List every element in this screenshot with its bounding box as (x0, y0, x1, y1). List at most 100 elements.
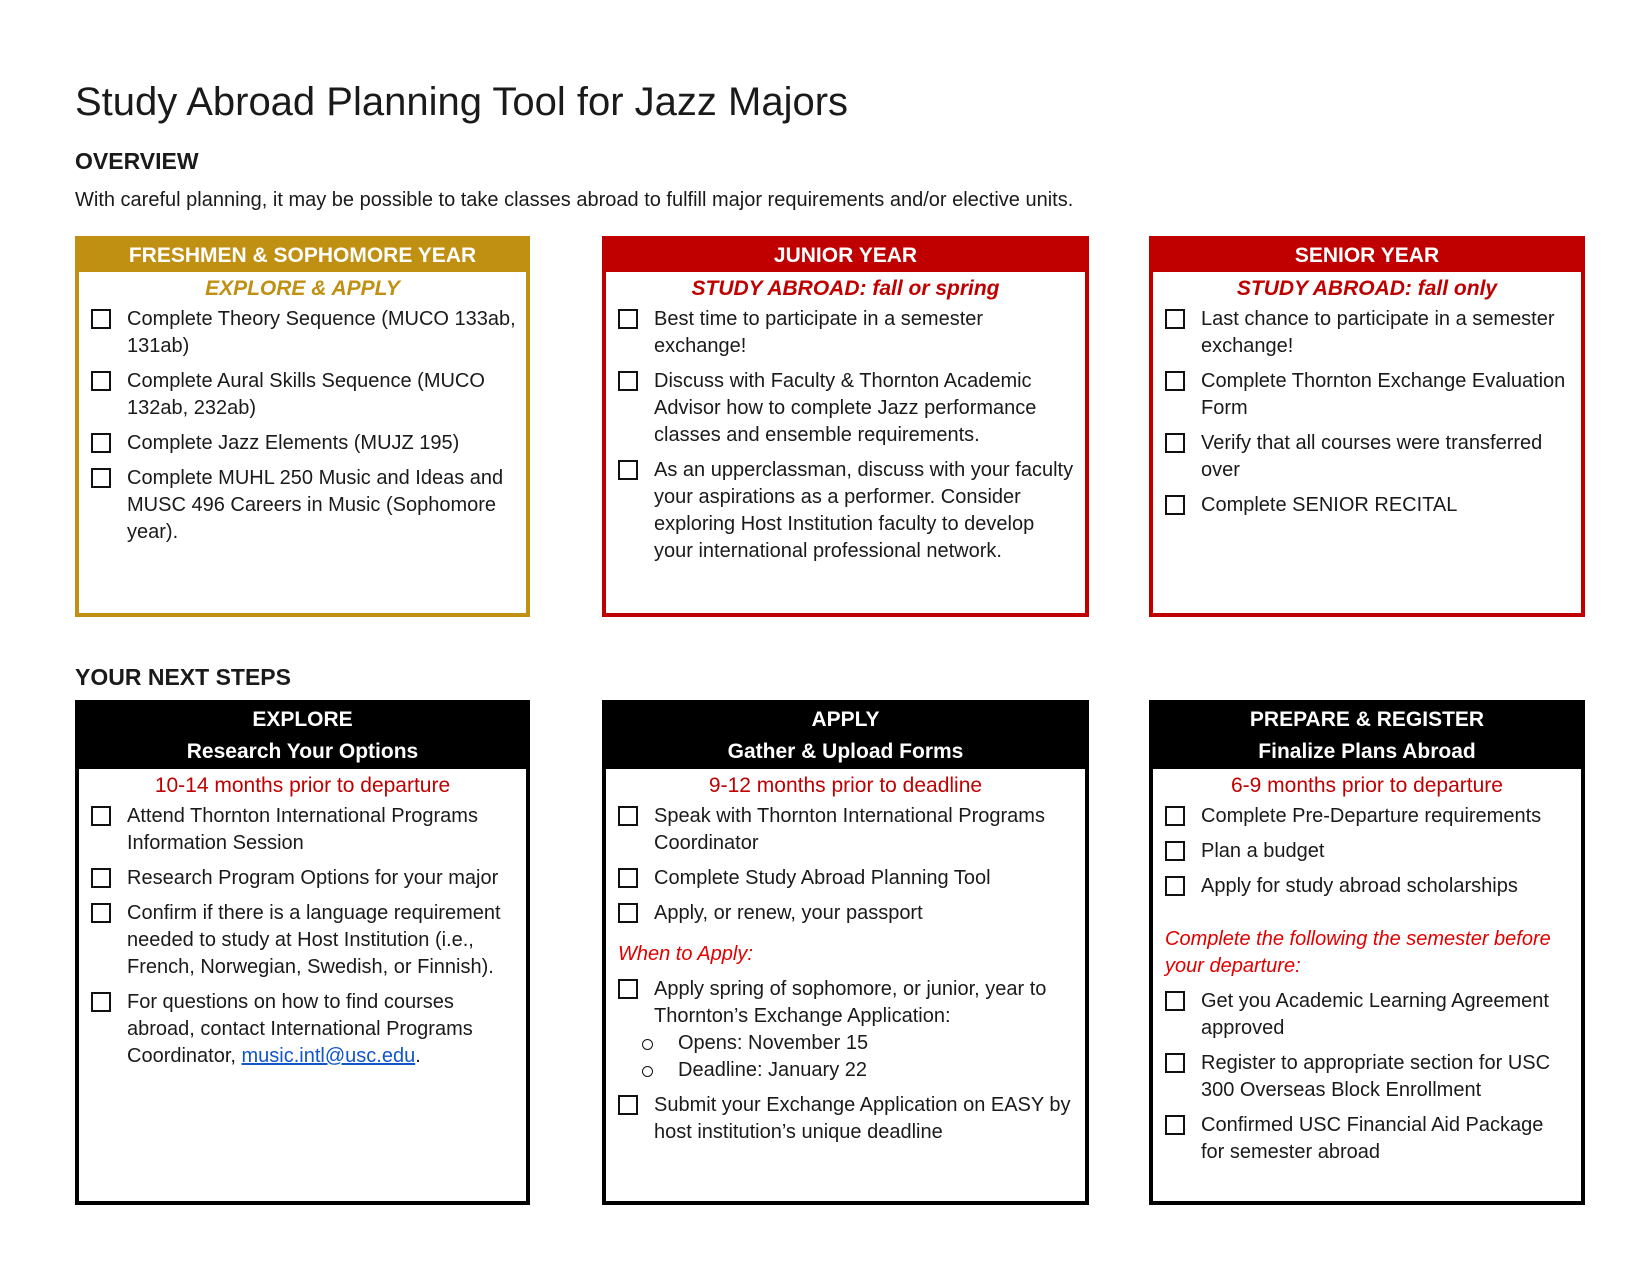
item-label: Complete Study Abroad Planning Tool (654, 867, 991, 889)
item-label: For questions on how to find courses abr… (127, 991, 473, 1067)
checkbox[interactable] (91, 868, 111, 888)
box-header: APPLY Gather & Upload Forms (606, 704, 1085, 769)
next-steps-heading: YOUR NEXT STEPS (75, 664, 291, 690)
item-label: Best time to participate in a semester e… (654, 308, 984, 357)
item-label: Confirmed USC Financial Aid Package for … (1201, 1114, 1544, 1163)
header-title: APPLY (811, 708, 880, 731)
checkbox[interactable] (91, 433, 111, 453)
box-header: PREPARE & REGISTER Finalize Plans Abroad (1153, 704, 1581, 769)
checkbox[interactable] (618, 1095, 638, 1115)
checkbox[interactable] (1165, 876, 1185, 896)
item-label: Apply, or renew, your passport (654, 902, 923, 924)
box-subtitle: EXPLORE & APPLY (205, 277, 400, 300)
item-label: Complete Theory Sequence (MUCO 133ab, 13… (127, 308, 516, 357)
date-item: Opens: November 15 (640, 1030, 1085, 1057)
circle-bullet-icon (642, 1039, 653, 1050)
checkbox[interactable] (618, 371, 638, 391)
checkbox[interactable] (1165, 991, 1185, 1011)
list-item: Verify that all courses were transferred… (1163, 430, 1571, 484)
checklist: Get you Academic Learning Agreement appr… (1153, 988, 1581, 1166)
item-label-end: . (415, 1045, 421, 1067)
checkbox[interactable] (91, 371, 111, 391)
page-title: Study Abroad Planning Tool for Jazz Majo… (75, 80, 849, 124)
checkbox[interactable] (1165, 433, 1185, 453)
list-item: Submit your Exchange Application on EASY… (616, 1092, 1075, 1146)
header-subtitle: Gather & Upload Forms (727, 740, 964, 763)
checklist: Complete Theory Sequence (MUCO 133ab, 13… (79, 306, 526, 546)
semester-before-note: Complete the following the semester befo… (1165, 928, 1551, 977)
checkbox[interactable] (1165, 495, 1185, 515)
list-item: For questions on how to find courses abr… (89, 989, 516, 1070)
item-label: Attend Thornton International Programs I… (127, 805, 478, 854)
box-header: FRESHMEN & SOPHOMORE YEAR (79, 240, 526, 272)
checklist: Last chance to participate in a semester… (1153, 306, 1581, 519)
list-item: Complete Thornton Exchange Evaluation Fo… (1163, 368, 1571, 422)
list-item: Complete Theory Sequence (MUCO 133ab, 13… (89, 306, 516, 360)
item-label: Plan a budget (1201, 840, 1325, 862)
checkbox[interactable] (91, 903, 111, 923)
email-link[interactable]: music.intl@usc.edu (241, 1045, 416, 1067)
header-subtitle: Research Your Options (186, 740, 419, 763)
checkbox[interactable] (1165, 806, 1185, 826)
checklist: Apply spring of sophomore, or junior, ye… (606, 976, 1085, 1030)
list-item: Attend Thornton International Programs I… (89, 803, 516, 857)
list-item: Complete Study Abroad Planning Tool (616, 865, 1075, 892)
checkbox[interactable] (1165, 371, 1185, 391)
list-item: Apply spring of sophomore, or junior, ye… (616, 976, 1075, 1030)
list-item: Get you Academic Learning Agreement appr… (1163, 988, 1571, 1042)
box-subtitle: STUDY ABROAD: fall or spring (691, 277, 1000, 300)
checkbox[interactable] (618, 868, 638, 888)
date-label: Deadline: January 22 (678, 1059, 868, 1081)
timing-label: 6-9 months prior to departure (1231, 774, 1503, 797)
item-label: Submit your Exchange Application on EASY… (654, 1094, 1071, 1143)
list-item: Complete Jazz Elements (MUJZ 195) (89, 430, 516, 457)
item-label: Discuss with Faculty & Thornton Academic… (654, 370, 1037, 446)
date-item: Deadline: January 22 (640, 1057, 1085, 1084)
box-header: JUNIOR YEAR (606, 240, 1085, 272)
item-label: Apply for study abroad scholarships (1201, 875, 1518, 897)
checkbox[interactable] (618, 903, 638, 923)
list-item: Complete MUHL 250 Music and Ideas and MU… (89, 465, 516, 546)
item-label: Research Program Options for your major (127, 867, 499, 889)
checkbox[interactable] (1165, 1053, 1185, 1073)
list-item: As an upperclassman, discuss with your f… (616, 457, 1075, 565)
item-label: Apply spring of sophomore, or junior, ye… (654, 978, 1047, 1027)
checkbox[interactable] (91, 992, 111, 1012)
checkbox[interactable] (618, 309, 638, 329)
explore-box: EXPLORE Research Your Options 10-14 mont… (75, 700, 530, 1205)
list-item: Research Program Options for your major (89, 865, 516, 892)
list-item: Plan a budget (1163, 838, 1571, 865)
checkbox[interactable] (618, 806, 638, 826)
timing-label: 10-14 months prior to departure (154, 774, 451, 797)
senior-year-box: SENIOR YEAR STUDY ABROAD: fall only Last… (1149, 236, 1585, 617)
list-item: Confirmed USC Financial Aid Package for … (1163, 1112, 1571, 1166)
list-item: Speak with Thornton International Progra… (616, 803, 1075, 857)
checkbox[interactable] (1165, 1115, 1185, 1135)
list-item: Apply, or renew, your passport (616, 900, 1075, 927)
list-item: Apply for study abroad scholarships (1163, 873, 1571, 900)
checkbox[interactable] (1165, 841, 1185, 861)
list-item: Register to appropriate section for USC … (1163, 1050, 1571, 1104)
checkbox[interactable] (1165, 309, 1185, 329)
checkbox[interactable] (618, 979, 638, 999)
circle-bullet-icon (642, 1066, 653, 1077)
checkbox[interactable] (91, 468, 111, 488)
list-item: Best time to participate in a semester e… (616, 306, 1075, 360)
item-label: Complete MUHL 250 Music and Ideas and MU… (127, 467, 504, 543)
date-label: Opens: November 15 (678, 1032, 869, 1054)
list-item: Complete Aural Skills Sequence (MUCO 132… (89, 368, 516, 422)
list-item: Discuss with Faculty & Thornton Academic… (616, 368, 1075, 449)
checkbox[interactable] (91, 806, 111, 826)
header-title: EXPLORE (252, 708, 353, 731)
junior-year-box: JUNIOR YEAR STUDY ABROAD: fall or spring… (602, 236, 1089, 617)
checklist: Submit your Exchange Application on EASY… (606, 1092, 1085, 1146)
checklist: Speak with Thornton International Progra… (606, 803, 1085, 927)
item-label: As an upperclassman, discuss with your f… (654, 459, 1074, 562)
item-label: Complete Pre-Departure requirements (1201, 805, 1542, 827)
checkbox[interactable] (618, 460, 638, 480)
header-title: PREPARE & REGISTER (1249, 708, 1485, 731)
prepare-register-box: PREPARE & REGISTER Finalize Plans Abroad… (1149, 700, 1585, 1205)
item-label: Last chance to participate in a semester… (1201, 308, 1555, 357)
checkbox[interactable] (91, 309, 111, 329)
item-label: Get you Academic Learning Agreement appr… (1201, 990, 1549, 1039)
